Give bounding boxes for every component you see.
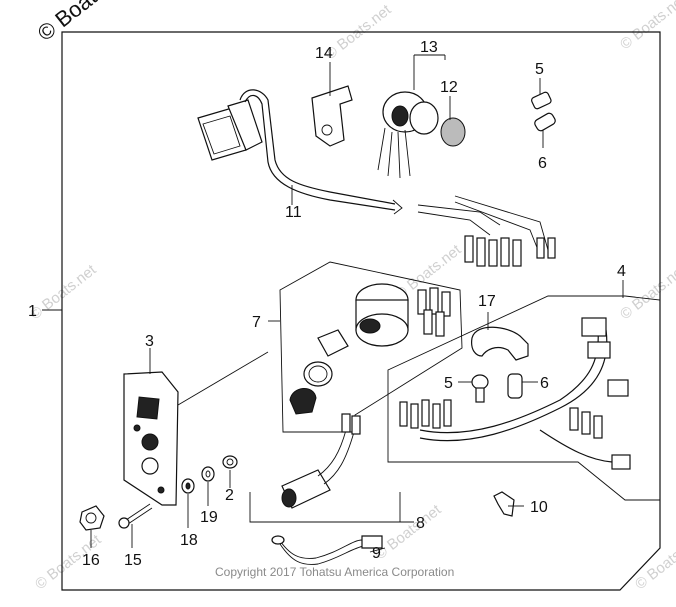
callout-12: 12 <box>440 79 458 96</box>
key-part-7 <box>317 329 349 357</box>
callout-2: 2 <box>225 487 234 504</box>
bolt-part-5-top <box>531 91 552 110</box>
cap-part-12 <box>440 117 466 147</box>
switch-part-13 <box>377 91 439 179</box>
cap-part-7 <box>289 388 317 415</box>
callout-5-harness: 5 <box>444 375 453 392</box>
callout-3: 3 <box>145 333 154 350</box>
callout-11: 11 <box>285 204 302 221</box>
bracket-hole <box>321 124 333 136</box>
screw-part-15 <box>118 503 153 529</box>
callout-5-top: 5 <box>535 61 544 78</box>
watermark: © Boats.net <box>617 0 676 53</box>
sleeve-part-6-top <box>534 112 556 132</box>
callout-6-top: 6 <box>538 155 547 172</box>
washer-part-18 <box>181 478 195 494</box>
callout-17: 17 <box>478 293 496 310</box>
callout-16: 16 <box>82 552 100 569</box>
callout-labels: 1 2 3 4 5 5 6 6 7 8 9 10 11 12 13 14 15 … <box>28 39 626 569</box>
watermark: © Boats.net <box>27 261 100 323</box>
leader-lines <box>42 54 624 553</box>
lanyard-part-9 <box>271 535 383 565</box>
callout-14: 14 <box>315 45 333 62</box>
watermark: © Boats.net <box>632 531 676 593</box>
callout-18: 18 <box>180 532 198 549</box>
watermark: © Boats.net <box>372 501 445 563</box>
callout-1: 1 <box>28 303 37 320</box>
watermarks: © Boats.net © Boats.net © Boats.net © Bo… <box>27 0 676 593</box>
kill-switch-part-8 <box>281 413 361 509</box>
ring-part-7 <box>303 361 333 387</box>
callout-9: 9 <box>372 545 381 562</box>
harness-part-4 <box>399 317 631 470</box>
callout-4: 4 <box>617 263 626 280</box>
corner-watermark: © Boats.net <box>33 0 139 46</box>
harness-group-frame-part-4 <box>387 295 661 501</box>
assembly-frame <box>61 31 661 591</box>
sleeve-part-6-harness <box>507 373 523 399</box>
clip-part-10 <box>493 491 515 517</box>
nut-part-16 <box>79 505 105 531</box>
callout-6-harness: 6 <box>540 375 549 392</box>
lead-wire-part-11 <box>197 89 556 267</box>
bracket-part-14 <box>311 85 353 147</box>
callout-13: 13 <box>420 39 438 56</box>
callout-15: 15 <box>124 552 142 569</box>
nut-part-2 <box>222 455 238 469</box>
callout-10: 10 <box>530 499 548 516</box>
switch-group-frame-part-7 <box>279 261 463 433</box>
callout-19: 19 <box>200 509 218 526</box>
callout-7: 7 <box>252 314 261 331</box>
bolt-part-5-harness <box>471 374 489 403</box>
washer-part-19 <box>201 466 215 482</box>
main-switch-part-7 <box>355 283 451 347</box>
clamp-part-17 <box>471 326 529 361</box>
copyright-text: Copyright 2017 Tohatsu America Corporati… <box>215 565 454 579</box>
callout-8: 8 <box>416 515 425 532</box>
